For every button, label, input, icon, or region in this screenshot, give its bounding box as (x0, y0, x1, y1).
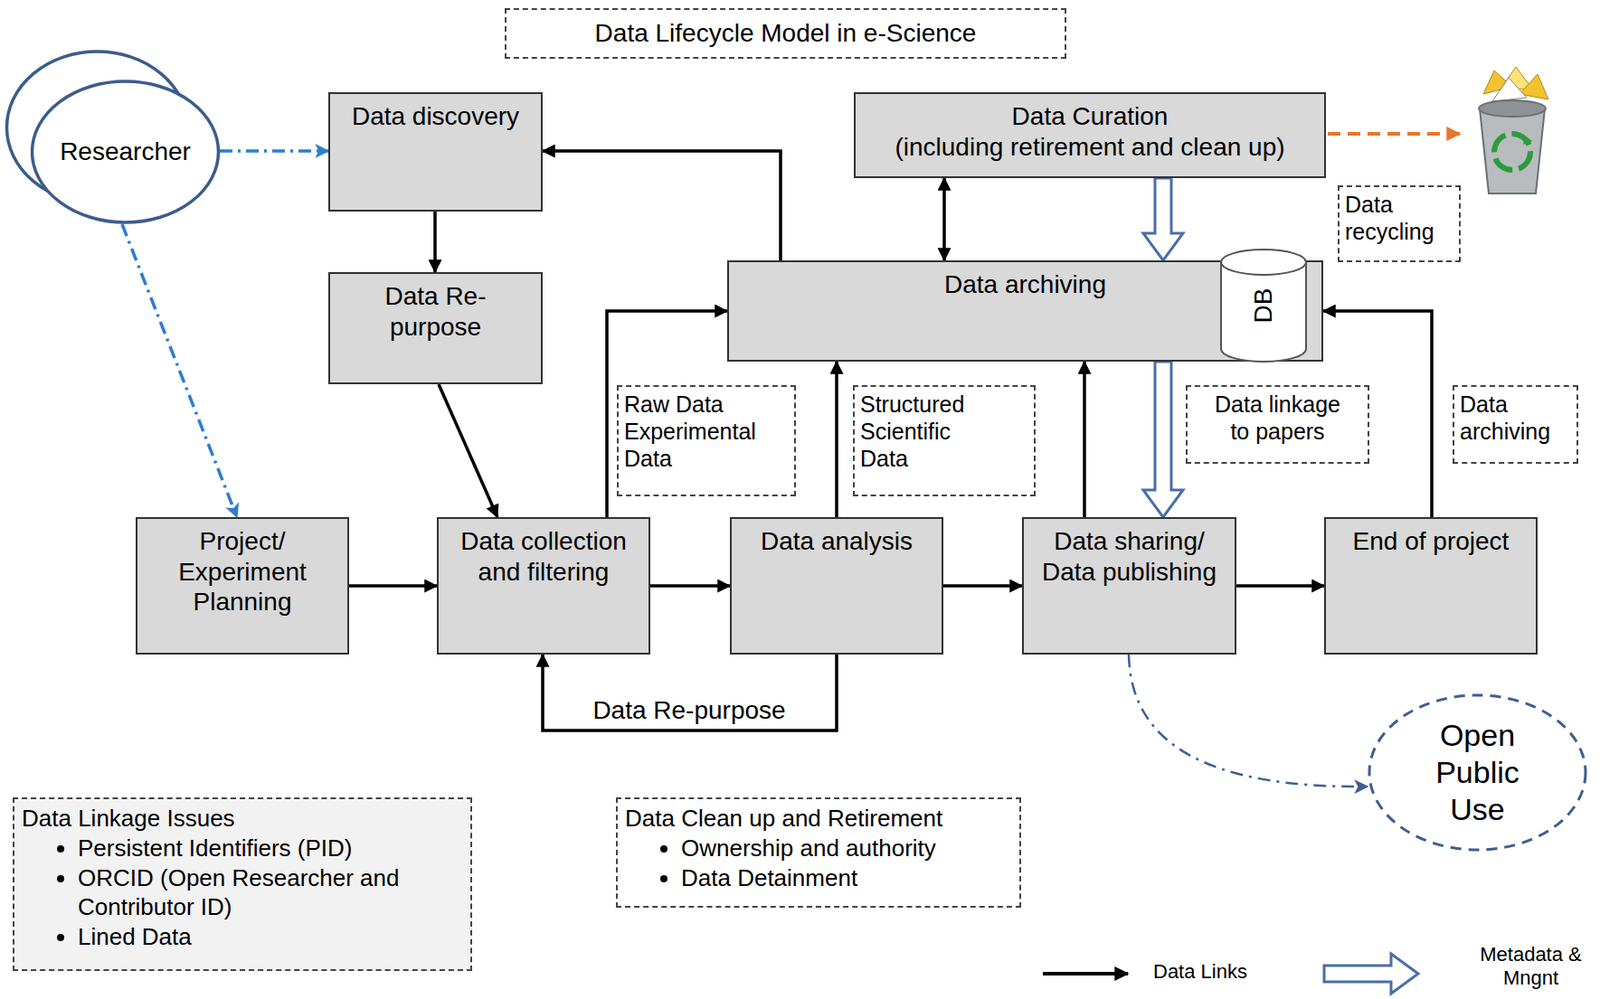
node-text: Raw Data Experimental Data (624, 390, 778, 473)
legend-samples (1042, 954, 1419, 995)
db-label: DB (1248, 288, 1279, 324)
bullet-item: Lined Data (77, 923, 464, 952)
issues-box: Data Clean up and RetirementOwnership an… (615, 797, 1022, 909)
process-box: Data sharing/ Data publishing (1022, 517, 1237, 655)
data-link (438, 384, 498, 518)
database-cylinder (1221, 249, 1307, 362)
note-box: Data archiving (1452, 385, 1579, 464)
node-text: Open Public Use (1423, 717, 1533, 828)
public-ellipse: Open Public Use (1367, 693, 1588, 853)
recycle-bin (1478, 66, 1549, 194)
metadata-arrow (1143, 361, 1184, 518)
data-link (542, 151, 781, 261)
edge-label: Data Re-purpose (589, 695, 788, 727)
node-text: Project/ Experiment Planning (160, 526, 324, 618)
bullet-item: Persistent Identifiers (PID) (77, 834, 464, 863)
title-box: Data Lifecycle Model in e-Science (504, 8, 1067, 59)
dashdot-link (219, 149, 329, 153)
note-box: Structured Scientific Data (852, 385, 1036, 497)
data-link (1236, 584, 1325, 588)
data-link (942, 178, 947, 261)
node-text: (including retirement and clean up) (894, 132, 1285, 163)
process-box: End of project (1324, 517, 1538, 655)
legend-text: Data Links (1153, 960, 1248, 985)
process-box: Data Re-purpose (328, 272, 543, 385)
dashdot-link (122, 224, 237, 518)
node-text: Data archiving (1459, 390, 1572, 445)
node-text: Data linkage to papers (1205, 390, 1351, 445)
node-text: Data collection and filtering (446, 526, 642, 587)
metadata-arrow (1143, 178, 1184, 261)
dashdot-link (1128, 654, 1368, 787)
note-box: Data linkage to papers (1185, 385, 1370, 464)
bullet-item: ORCID (Open Researcher and Contributor I… (77, 864, 464, 921)
node-text: Data sharing/ Data publishing (1029, 526, 1230, 587)
process-box: Data collection and filtering (436, 517, 651, 655)
archive-box: Data archiving (727, 260, 1324, 362)
researcher-outline (5, 50, 220, 225)
data-link (1082, 361, 1087, 518)
data-link (433, 211, 437, 273)
legend-text: Metadata & Mngnt (1465, 943, 1597, 992)
data-link (542, 654, 837, 731)
node-text: End of project (1353, 526, 1510, 558)
process-box: Data analysis (729, 517, 944, 655)
box-heading: Data Clean up and Retirement (624, 804, 1013, 834)
researcher-front-ellipse (32, 81, 219, 223)
data-link (650, 584, 730, 588)
data-link (834, 361, 839, 518)
issues-box: Data Linkage IssuesPersistent Identifier… (12, 797, 473, 972)
box-heading: Data Linkage Issues (21, 804, 464, 834)
node-text: Data Curation (1012, 101, 1169, 133)
researcher-ellipse: Researcher (5, 50, 220, 225)
node-text: Structured Scientific Data (860, 390, 996, 473)
process-box: Data discovery (328, 92, 543, 212)
public-ellipse-line (1369, 695, 1586, 851)
node-text: Data recycling (1344, 190, 1454, 246)
note-box: Raw Data Experimental Data (616, 385, 796, 497)
recycle-arrow (1327, 132, 1460, 136)
data-link (943, 584, 1023, 588)
process-box: Project/ Experiment Planning (135, 517, 350, 655)
bullet-item: Ownership and authority (681, 834, 1013, 863)
node-text: Data analysis (760, 526, 913, 558)
process-box: Data Curation(including retirement and c… (853, 92, 1326, 179)
bullet-item: Data Detainment (681, 864, 1013, 893)
node-text: Researcher (59, 136, 191, 168)
note-box: Data recycling (1337, 185, 1461, 263)
node-text: Data Re-purpose (368, 281, 504, 342)
node-text: Data discovery (351, 101, 520, 133)
node-text: Data archiving (944, 269, 1107, 301)
data-link (349, 584, 437, 588)
